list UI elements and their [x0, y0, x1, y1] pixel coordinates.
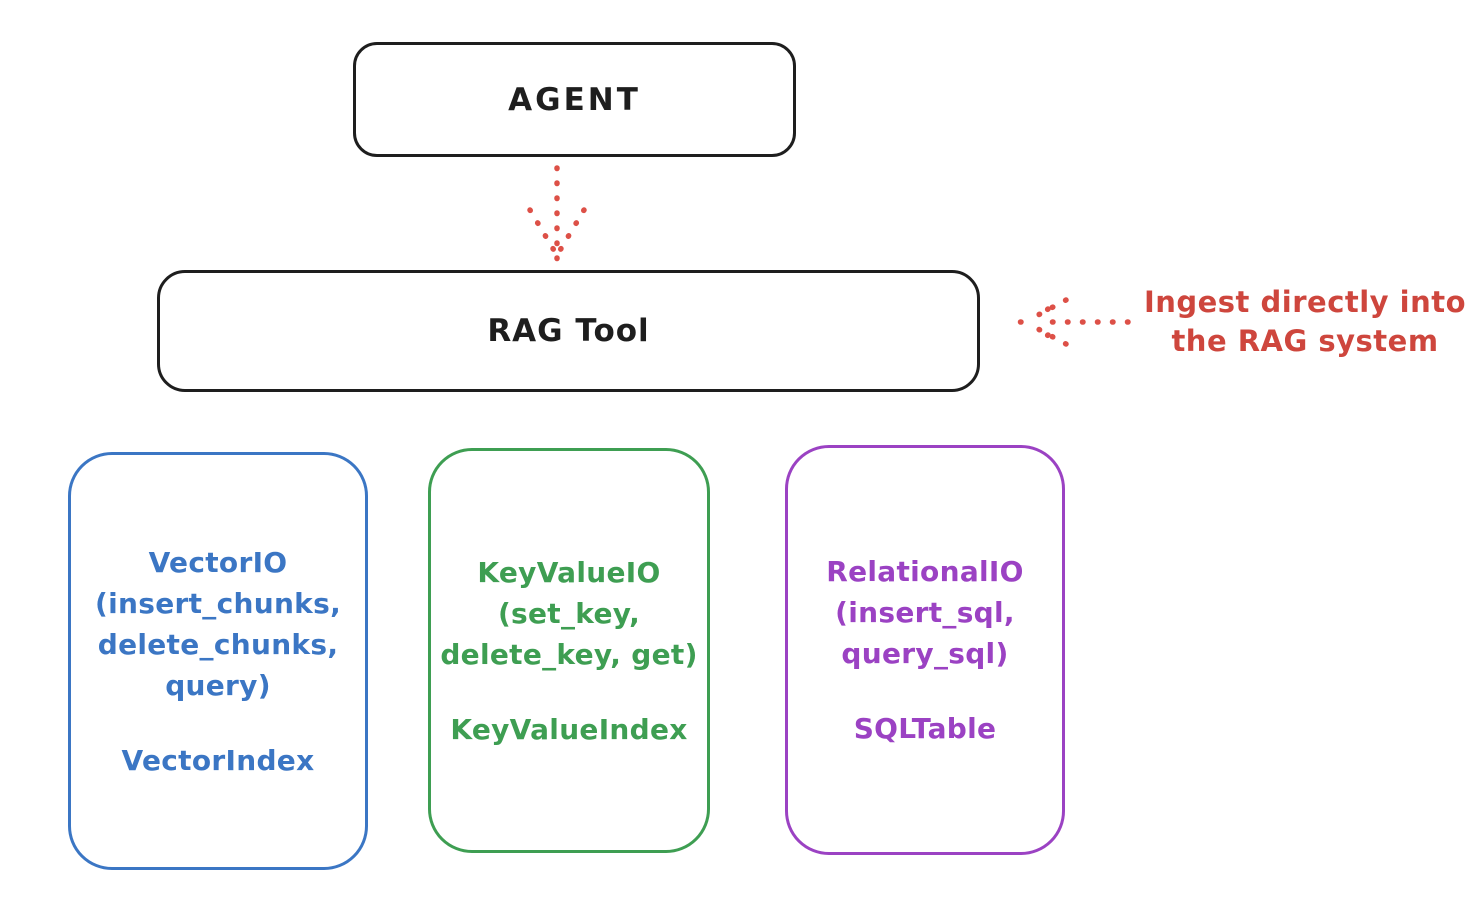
relational-io-line: (insert_sql, — [835, 596, 1015, 629]
vector-io-line: VectorIO — [148, 545, 288, 579]
vector-io-line: (insert_chunks, — [95, 586, 341, 620]
vector-index-label: VectorIndex — [121, 743, 315, 777]
relational-io-line: query_sql) — [841, 637, 1009, 670]
relational-io-line: RelationalIO — [826, 555, 1024, 588]
annotation-to-ragtool-arrow — [1017, 297, 1131, 347]
agent-to-ragtool-arrow — [527, 165, 587, 262]
keyvalue-io-line: (set_key, — [497, 596, 641, 630]
ingest-annotation-line: the RAG system — [1171, 324, 1439, 358]
keyvalue-io-node: KeyValueIO (set_key, delete_key, get) Ke… — [428, 448, 710, 853]
agent-node: AGENT — [353, 42, 796, 157]
rag-tool-node: RAG Tool — [157, 270, 980, 392]
vector-io-line: query) — [165, 668, 271, 702]
rag-tool-node-label: RAG Tool — [487, 313, 650, 349]
keyvalue-io-line: KeyValueIO — [477, 555, 661, 589]
keyvalue-index-label: KeyValueIndex — [450, 712, 688, 746]
vector-io-node: VectorIO (insert_chunks, delete_chunks, … — [68, 452, 368, 870]
keyvalue-io-line: delete_key, get) — [440, 637, 698, 671]
vector-io-line: delete_chunks, — [97, 627, 339, 661]
ingest-annotation: Ingest directly into the RAG system — [1135, 283, 1475, 361]
sql-table-label: SQLTable — [853, 712, 997, 745]
relational-io-node: RelationalIO (insert_sql, query_sql) SQL… — [785, 445, 1065, 855]
ingest-annotation-line: Ingest directly into — [1143, 285, 1467, 319]
agent-node-label: AGENT — [508, 81, 641, 118]
